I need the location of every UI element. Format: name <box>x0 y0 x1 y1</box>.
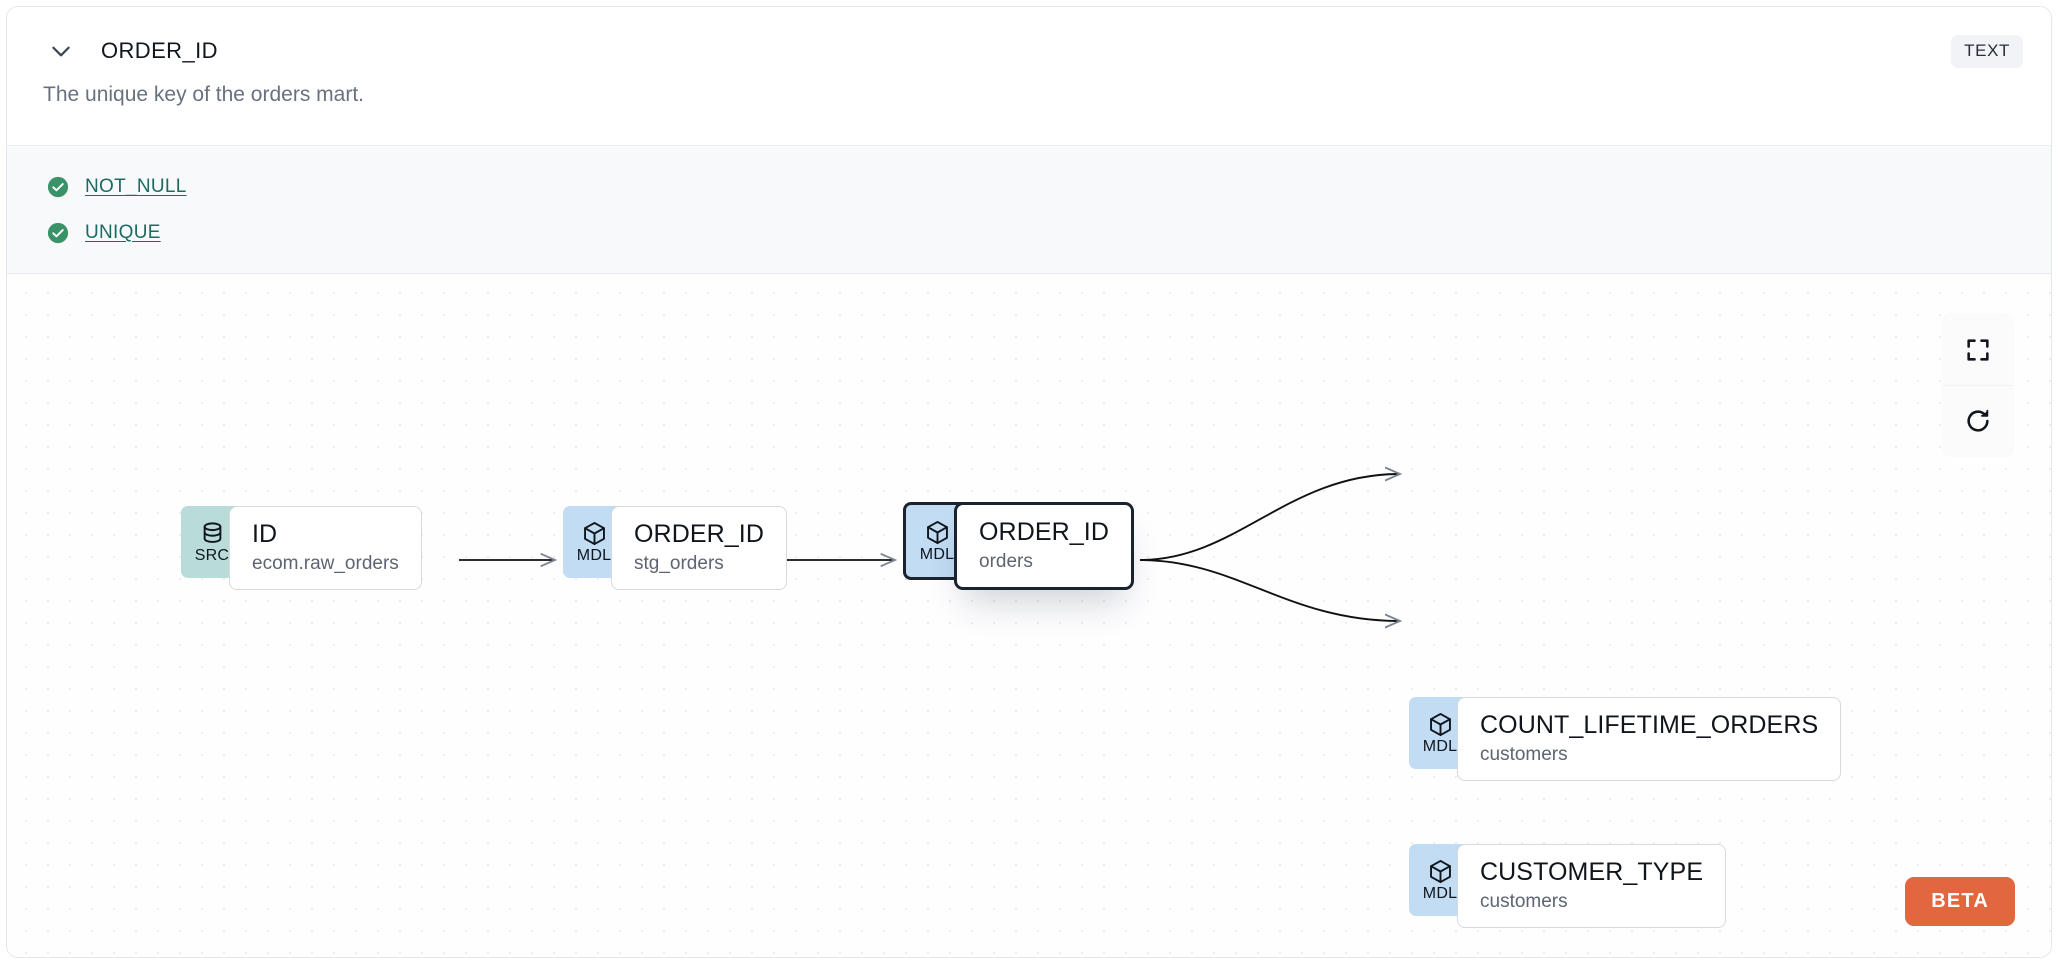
header-row: ORDER_ID TEXT <box>7 7 2051 69</box>
card-header: ORDER_ID TEXT The unique key of the orde… <box>7 7 2051 145</box>
node-name: ID <box>252 520 278 548</box>
cube-icon <box>1429 859 1451 884</box>
page-title: ORDER_ID <box>101 38 218 63</box>
canvas-controls <box>1943 314 2013 456</box>
test-row: NOT_NULL <box>7 164 2051 210</box>
node-parent: ecom.raw_orders <box>252 553 399 574</box>
node-body: ORDER_ID stg_orders <box>611 506 787 590</box>
node-parent: stg_orders <box>634 553 724 574</box>
beta-badge[interactable]: BETA <box>1905 877 2015 926</box>
mdl-badge-label: MDL <box>1422 885 1458 902</box>
lineage-edges <box>459 274 2051 957</box>
check-circle-icon <box>47 222 69 244</box>
node-parent: customers <box>1480 891 1568 912</box>
node-name: ORDER_ID <box>979 518 1109 546</box>
cube-icon <box>1429 712 1451 737</box>
refresh-button[interactable] <box>1943 385 2013 456</box>
node-name: COUNT_LIFETIME_ORDERS <box>1480 711 1819 739</box>
fullscreen-icon <box>1967 338 1989 361</box>
cube-icon <box>926 520 948 545</box>
mdl-badge-label: MDL <box>919 546 955 563</box>
mdl-badge-label: MDL <box>576 547 612 564</box>
lineage-node-count-lifetime-orders[interactable]: MDL COUNT_LIFETIME_ORDERS customers <box>1409 697 1842 781</box>
src-badge-label: SRC <box>194 547 230 564</box>
node-body: COUNT_LIFETIME_ORDERS customers <box>1457 697 1842 781</box>
test-row: UNIQUE <box>7 210 2051 256</box>
lineage-node-stg-orders[interactable]: MDL ORDER_ID stg_orders <box>563 506 787 590</box>
column-description: The unique key of the orders mart. <box>43 83 364 106</box>
lineage-node-orders-selected[interactable]: MDL ORDER_ID orders <box>903 502 1134 590</box>
mdl-badge-label: MDL <box>1422 738 1458 755</box>
node-body: ORDER_ID orders <box>954 502 1134 590</box>
node-parent: customers <box>1480 744 1568 765</box>
lineage-node-customer-type[interactable]: MDL CUSTOMER_TYPE customers <box>1409 844 1727 928</box>
node-name: CUSTOMER_TYPE <box>1480 858 1704 886</box>
cube-icon <box>583 521 605 546</box>
column-type-badge[interactable]: TEXT <box>1951 34 2023 68</box>
refresh-icon <box>1967 409 1989 432</box>
database-icon <box>203 522 221 543</box>
lineage-node-src-id[interactable]: SRC ID ecom.raw_orders <box>181 506 422 590</box>
tests-section: NOT_NULL UNIQUE <box>7 145 2051 274</box>
chevron-down-icon[interactable] <box>47 37 75 65</box>
node-name: ORDER_ID <box>634 520 764 548</box>
lineage-canvas[interactable]: SRC ID ecom.raw_orders MDL ORDER_ID stg_… <box>7 274 2051 957</box>
fit-view-button[interactable] <box>1943 314 2013 385</box>
node-body: CUSTOMER_TYPE customers <box>1457 844 1727 928</box>
column-detail-card: ORDER_ID TEXT The unique key of the orde… <box>6 6 2052 958</box>
node-parent: orders <box>979 551 1033 572</box>
node-body: ID ecom.raw_orders <box>229 506 422 590</box>
test-link-unique[interactable]: UNIQUE <box>85 222 161 243</box>
test-link-not-null[interactable]: NOT_NULL <box>85 176 187 197</box>
check-circle-icon <box>47 176 69 198</box>
